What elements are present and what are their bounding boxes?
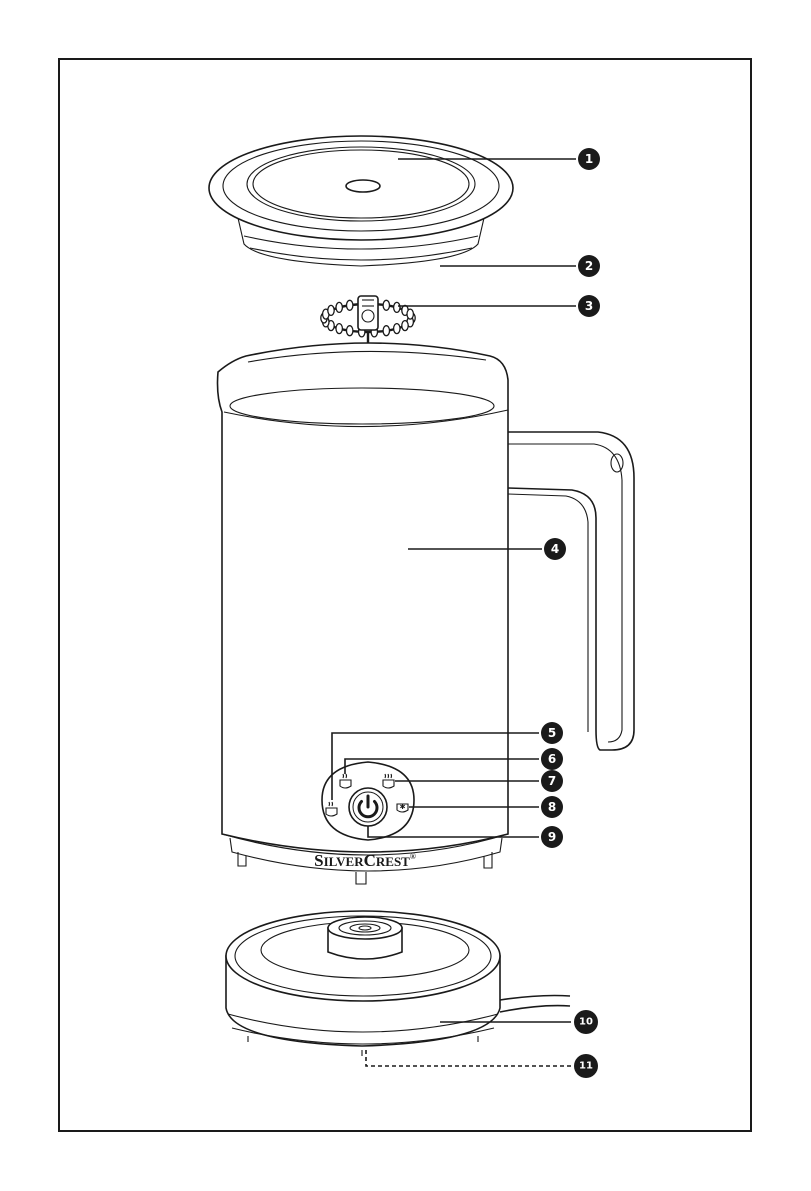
svg-text:6: 6 xyxy=(548,752,556,766)
jug: SILVERCREST® xyxy=(218,343,635,884)
brand-logo: SILVERCREST® xyxy=(314,851,416,870)
svg-text:1: 1 xyxy=(585,152,593,166)
whisk-coil-loop xyxy=(347,300,353,310)
whisk-coil-loop xyxy=(407,309,413,319)
base xyxy=(226,911,570,1056)
svg-text:9: 9 xyxy=(548,830,556,844)
whisk-coil-loop xyxy=(383,326,389,336)
svg-text:✱: ✱ xyxy=(400,803,406,811)
whisk-coil-loop xyxy=(347,326,353,336)
whisk-coil-loop xyxy=(394,302,400,312)
callout-3: 3 xyxy=(578,295,600,317)
callout-1: 1 xyxy=(578,148,600,170)
whisk-coil-loop xyxy=(402,321,408,331)
power-button[interactable] xyxy=(349,788,387,826)
svg-text:11: 11 xyxy=(579,1061,593,1072)
callout-7: 7 xyxy=(541,770,563,792)
svg-text:7: 7 xyxy=(548,774,556,788)
lid xyxy=(209,136,513,266)
svg-text:2: 2 xyxy=(585,259,593,273)
svg-text:8: 8 xyxy=(548,800,556,814)
svg-text:10: 10 xyxy=(579,1017,593,1028)
callout-8: 8 xyxy=(541,796,563,818)
whisk-coil-loop xyxy=(383,300,389,310)
callout-6: 6 xyxy=(541,748,563,770)
whisk-coil-loop xyxy=(328,305,334,315)
whisk-coil-loop xyxy=(336,324,342,334)
callout-4: 4 xyxy=(544,538,566,560)
whisk-coil-loop xyxy=(394,324,400,334)
callout-5: 5 xyxy=(541,722,563,744)
callout-10: 10 xyxy=(574,1010,598,1034)
whisk-coil-loop xyxy=(336,302,342,312)
svg-text:4: 4 xyxy=(551,542,559,556)
svg-text:3: 3 xyxy=(585,299,593,313)
svg-text:5: 5 xyxy=(548,726,556,740)
callout-2: 2 xyxy=(578,255,600,277)
whisk xyxy=(321,296,415,337)
callout-11: 11 xyxy=(574,1054,598,1078)
callout-9: 9 xyxy=(541,826,563,848)
